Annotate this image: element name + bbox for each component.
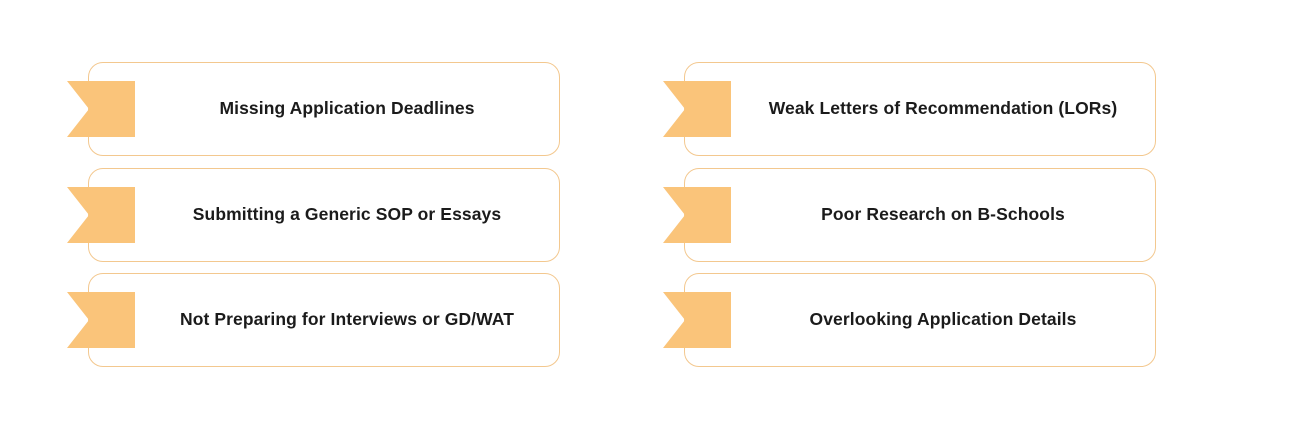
card-label: Submitting a Generic SOP or Essays [192,204,502,225]
card-poor-research-on-b-schools[interactable]: Poor Research on B-Schools [663,168,1156,262]
card-label: Not Preparing for Interviews or GD/WAT [179,309,515,330]
card-missing-application-deadlines[interactable]: Missing Application Deadlines [67,62,560,156]
card-content: Not Preparing for Interviews or GD/WAT [89,274,559,366]
card-label: Overlooking Application Details [809,309,1077,330]
card-content: Overlooking Application Details [685,274,1155,366]
card-submitting-a-generic-sop-or-essays[interactable]: Submitting a Generic SOP or Essays [67,168,560,262]
card-content: Poor Research on B-Schools [685,169,1155,261]
card-label: Poor Research on B-Schools [821,204,1065,225]
card-not-preparing-for-interviews-or-gd-wat[interactable]: Not Preparing for Interviews or GD/WAT [67,273,560,367]
card-label: Missing Application Deadlines [219,98,475,119]
card-weak-letters-of-recommendation[interactable]: Weak Letters of Recommendation (LORs) [663,62,1156,156]
card-content: Submitting a Generic SOP or Essays [89,169,559,261]
card-content: Weak Letters of Recommendation (LORs) [685,63,1155,155]
card-label: Weak Letters of Recommendation (LORs) [768,98,1118,119]
card-overlooking-application-details[interactable]: Overlooking Application Details [663,273,1156,367]
card-content: Missing Application Deadlines [89,63,559,155]
